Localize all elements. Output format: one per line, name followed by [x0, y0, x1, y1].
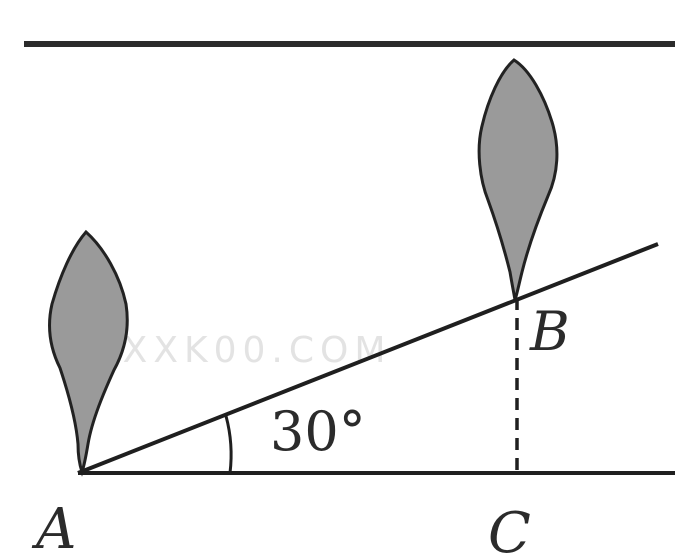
- angle-arc: [224, 415, 233, 474]
- angle-label: 30°: [270, 400, 366, 463]
- tree-at-b: [477, 58, 559, 301]
- watermark-text: ZXXK00.COM: [92, 330, 391, 371]
- point-label-a: A: [31, 497, 76, 553]
- tree-at-a: [48, 229, 129, 477]
- point-label-b: B: [529, 300, 570, 363]
- point-label-c: C: [488, 501, 531, 553]
- top-margin: [0, 0, 675, 44]
- slope-line-ab: [77, 242, 659, 475]
